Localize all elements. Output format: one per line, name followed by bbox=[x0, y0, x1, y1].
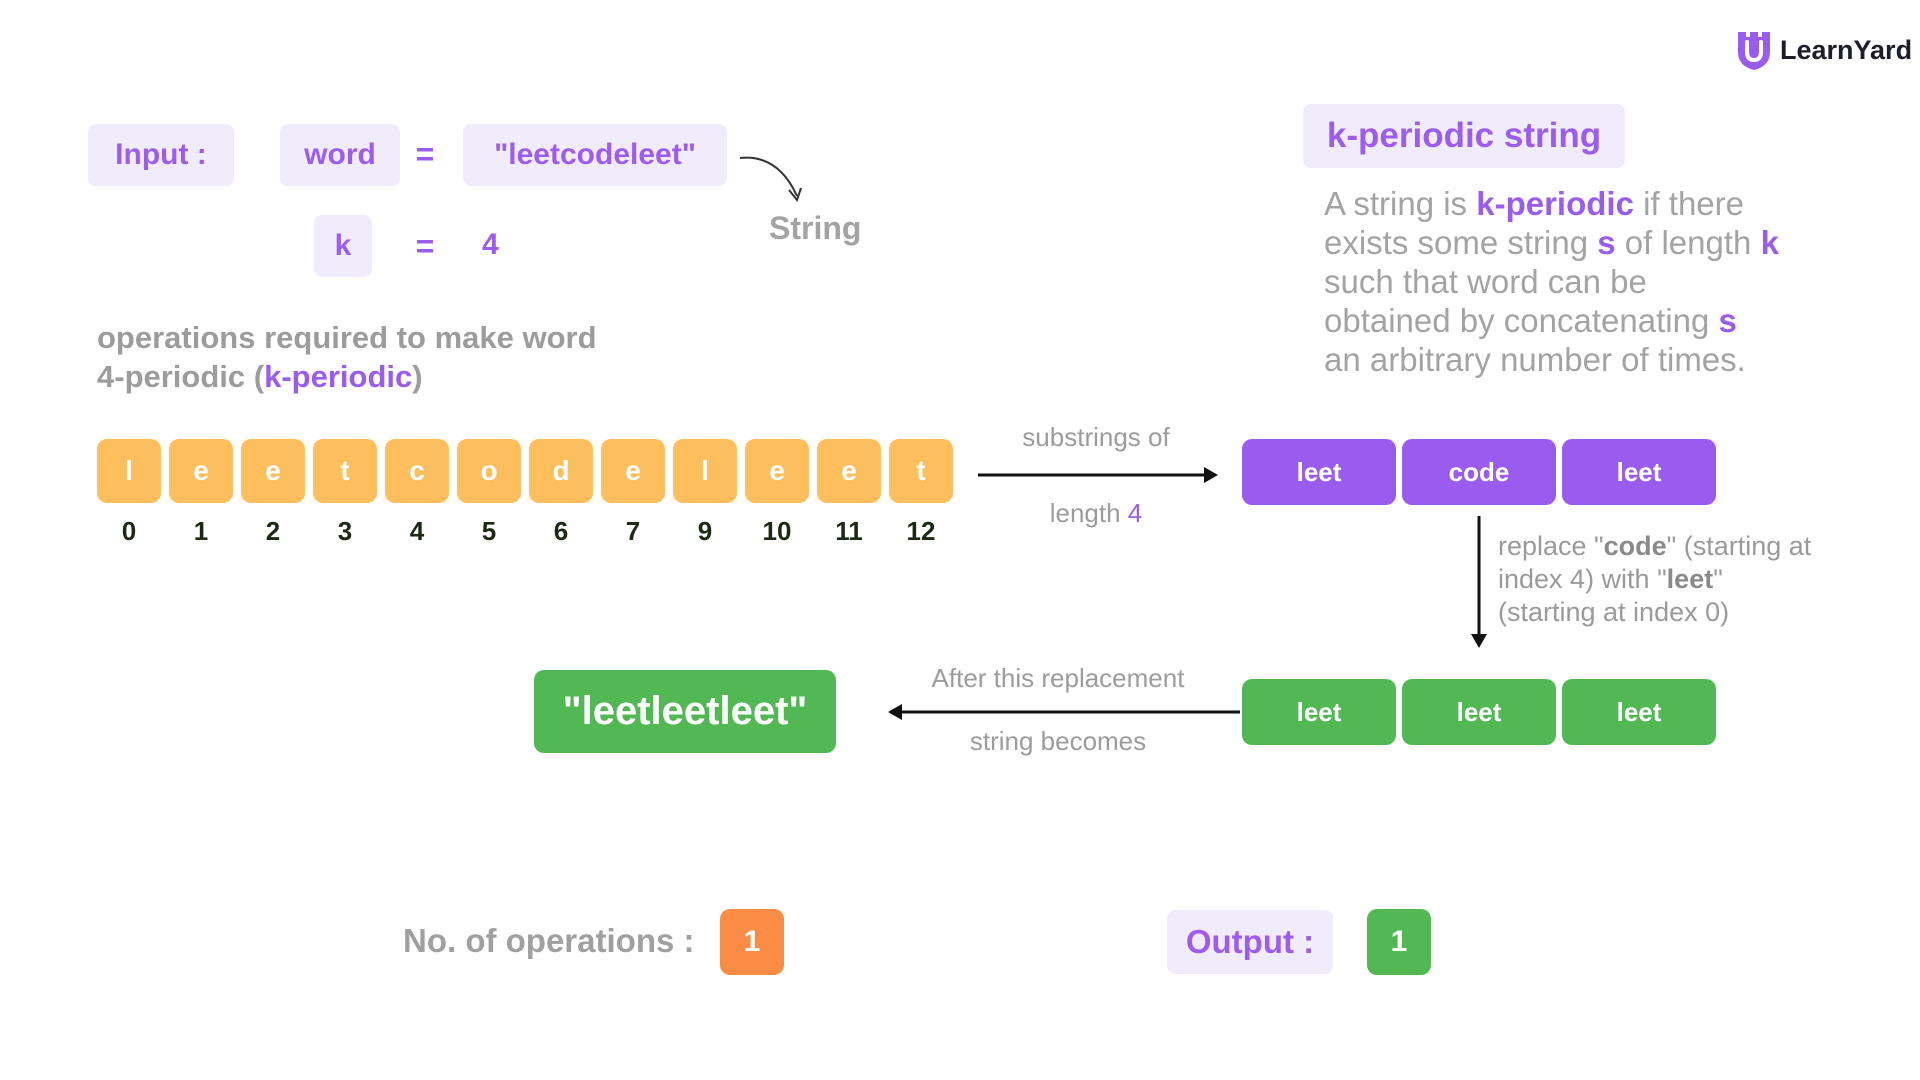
char-box: t bbox=[313, 439, 377, 503]
char-box: e bbox=[601, 439, 665, 503]
index-label: 3 bbox=[337, 516, 353, 546]
index-label: 2 bbox=[265, 516, 281, 546]
index-label: 9 bbox=[697, 516, 713, 546]
result-string: "leetleetleet" bbox=[534, 670, 836, 753]
ops-description-line1: operations required to make word bbox=[97, 320, 597, 355]
down-arrow bbox=[1471, 516, 1487, 648]
k-label: k bbox=[314, 215, 372, 277]
index-label: 10 bbox=[762, 516, 792, 546]
char-box: e bbox=[241, 439, 305, 503]
char-box: l bbox=[673, 439, 737, 503]
definition-line5: an arbitrary number of times. bbox=[1324, 341, 1746, 378]
ops-description: operations required to make word 4-perio… bbox=[97, 318, 597, 396]
definition-title: k-periodic string bbox=[1303, 104, 1625, 168]
character-row: l e e t c o d e l e e t bbox=[97, 439, 953, 503]
definition-line2: exists some string s of length k bbox=[1324, 224, 1779, 261]
char-box: e bbox=[169, 439, 233, 503]
result-substring-row: leet leet leet bbox=[1242, 679, 1716, 745]
char-box: e bbox=[745, 439, 809, 503]
operations-value: 1 bbox=[720, 909, 784, 975]
substrings-arrow-top-label: substrings of bbox=[1022, 422, 1170, 452]
k-value: 4 bbox=[482, 228, 499, 261]
logo: LearnYard bbox=[1734, 28, 1912, 72]
index-label: 0 bbox=[121, 516, 137, 546]
substring-row: leet code leet bbox=[1242, 439, 1716, 505]
left-arrow bbox=[888, 704, 1240, 720]
curved-arrow bbox=[739, 156, 802, 203]
index-label: 6 bbox=[553, 516, 569, 546]
char-box: o bbox=[457, 439, 521, 503]
output-value: 1 bbox=[1367, 909, 1431, 975]
logo-text: LearnYard bbox=[1780, 34, 1913, 65]
index-label: 12 bbox=[906, 516, 936, 546]
substring-box: leet bbox=[1242, 439, 1396, 505]
string-note: String bbox=[769, 210, 862, 246]
index-label: 7 bbox=[625, 516, 641, 546]
char-box: d bbox=[529, 439, 593, 503]
index-label: 4 bbox=[409, 516, 425, 546]
result-substring-box: leet bbox=[1242, 679, 1396, 745]
definition-line3: such that word can be bbox=[1324, 263, 1647, 300]
substrings-arrow-bottom-label: length 4 bbox=[1049, 498, 1143, 528]
output-label: Output : bbox=[1167, 910, 1333, 974]
definition-line4: obtained by concatenating s bbox=[1324, 302, 1737, 339]
word-value: "leetcodeleet" bbox=[463, 124, 727, 186]
substring-box: leet bbox=[1562, 439, 1716, 505]
definition-text: A string is k-periodic if there exists s… bbox=[1324, 184, 1884, 379]
index-row: 0 1 2 3 4 5 6 7 9 10 11 12 bbox=[97, 516, 953, 547]
shield-u-icon bbox=[1738, 32, 1770, 70]
k-equals-sign: = bbox=[415, 228, 435, 264]
substring-box: code bbox=[1402, 439, 1556, 505]
replace-note-line2: index 4) with "leet" bbox=[1498, 564, 1723, 594]
char-box: t bbox=[889, 439, 953, 503]
replace-note-line1: replace "code" (starting at bbox=[1498, 531, 1812, 561]
index-label: 5 bbox=[481, 516, 497, 546]
replace-note-line3: (starting at index 0) bbox=[1498, 597, 1730, 627]
index-label: 1 bbox=[193, 516, 209, 546]
replacement-arrow-top-label: After this replacement bbox=[931, 663, 1185, 693]
result-substring-box: leet bbox=[1562, 679, 1716, 745]
replacement-arrow-bottom-label: string becomes bbox=[969, 726, 1147, 756]
char-box: c bbox=[385, 439, 449, 503]
ops-description-line2: 4-periodic (k-periodic) bbox=[97, 359, 423, 394]
char-box: e bbox=[817, 439, 881, 503]
result-substring-box: leet bbox=[1402, 679, 1556, 745]
definition-line1: A string is k-periodic if there bbox=[1324, 185, 1744, 222]
index-label: 11 bbox=[835, 516, 863, 546]
right-arrow bbox=[978, 467, 1218, 483]
equals-sign: = bbox=[415, 136, 435, 172]
replace-note: replace "code" (starting at index 4) wit… bbox=[1498, 530, 1898, 629]
char-box: l bbox=[97, 439, 161, 503]
word-label: word bbox=[280, 124, 400, 186]
operations-label: No. of operations : bbox=[403, 922, 695, 959]
input-label: Input : bbox=[88, 124, 234, 186]
